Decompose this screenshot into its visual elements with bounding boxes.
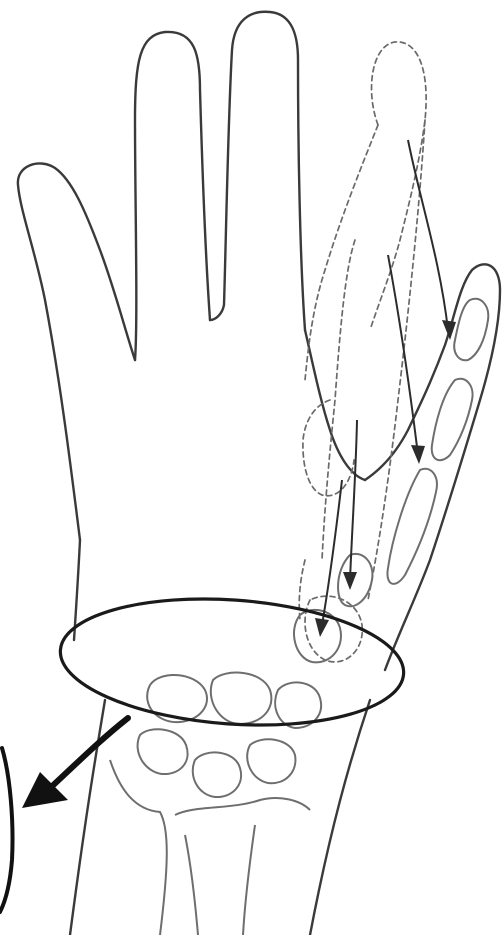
callout-edge-curve (0, 748, 13, 912)
forearm-radial-edge (310, 700, 370, 935)
little-finger (18, 163, 135, 540)
carpal-bones (138, 673, 322, 797)
arrow-base-head (343, 572, 357, 590)
ghost-finger-shaft-left (305, 125, 378, 380)
distal-phalanx (454, 299, 488, 361)
radius-shaft-2 (243, 825, 255, 935)
carpal-bone-2 (211, 673, 272, 724)
carpal-bone-1 (147, 675, 207, 722)
arrow-tip-path (408, 140, 448, 330)
carpal-bone-5 (193, 752, 241, 797)
ulna-end (110, 760, 167, 935)
ring-finger (135, 32, 210, 360)
ghost-joint-box (303, 400, 354, 496)
movement-arrows (315, 140, 456, 637)
metacarpal-head (338, 554, 372, 606)
palm-radial-edge (365, 264, 500, 670)
proximal-phalanx (387, 469, 436, 584)
arrow-tip-head (442, 320, 456, 340)
forearm-ulnar-edge (70, 700, 105, 935)
carpal-bone-6 (247, 739, 295, 783)
finger-bones (294, 299, 488, 663)
callout-arrow-shaft (48, 718, 128, 790)
radius-end (175, 798, 310, 815)
hand-outline (18, 12, 500, 935)
forearm-bones (110, 760, 310, 935)
middle-finger (210, 12, 305, 330)
radius-shaft (185, 835, 198, 935)
arrow-base-path (350, 420, 357, 580)
callout-arrow (0, 718, 128, 912)
arrow-joint-head (315, 618, 329, 637)
carpal-bone-4 (138, 729, 188, 774)
arrow-mid-head (411, 445, 425, 464)
